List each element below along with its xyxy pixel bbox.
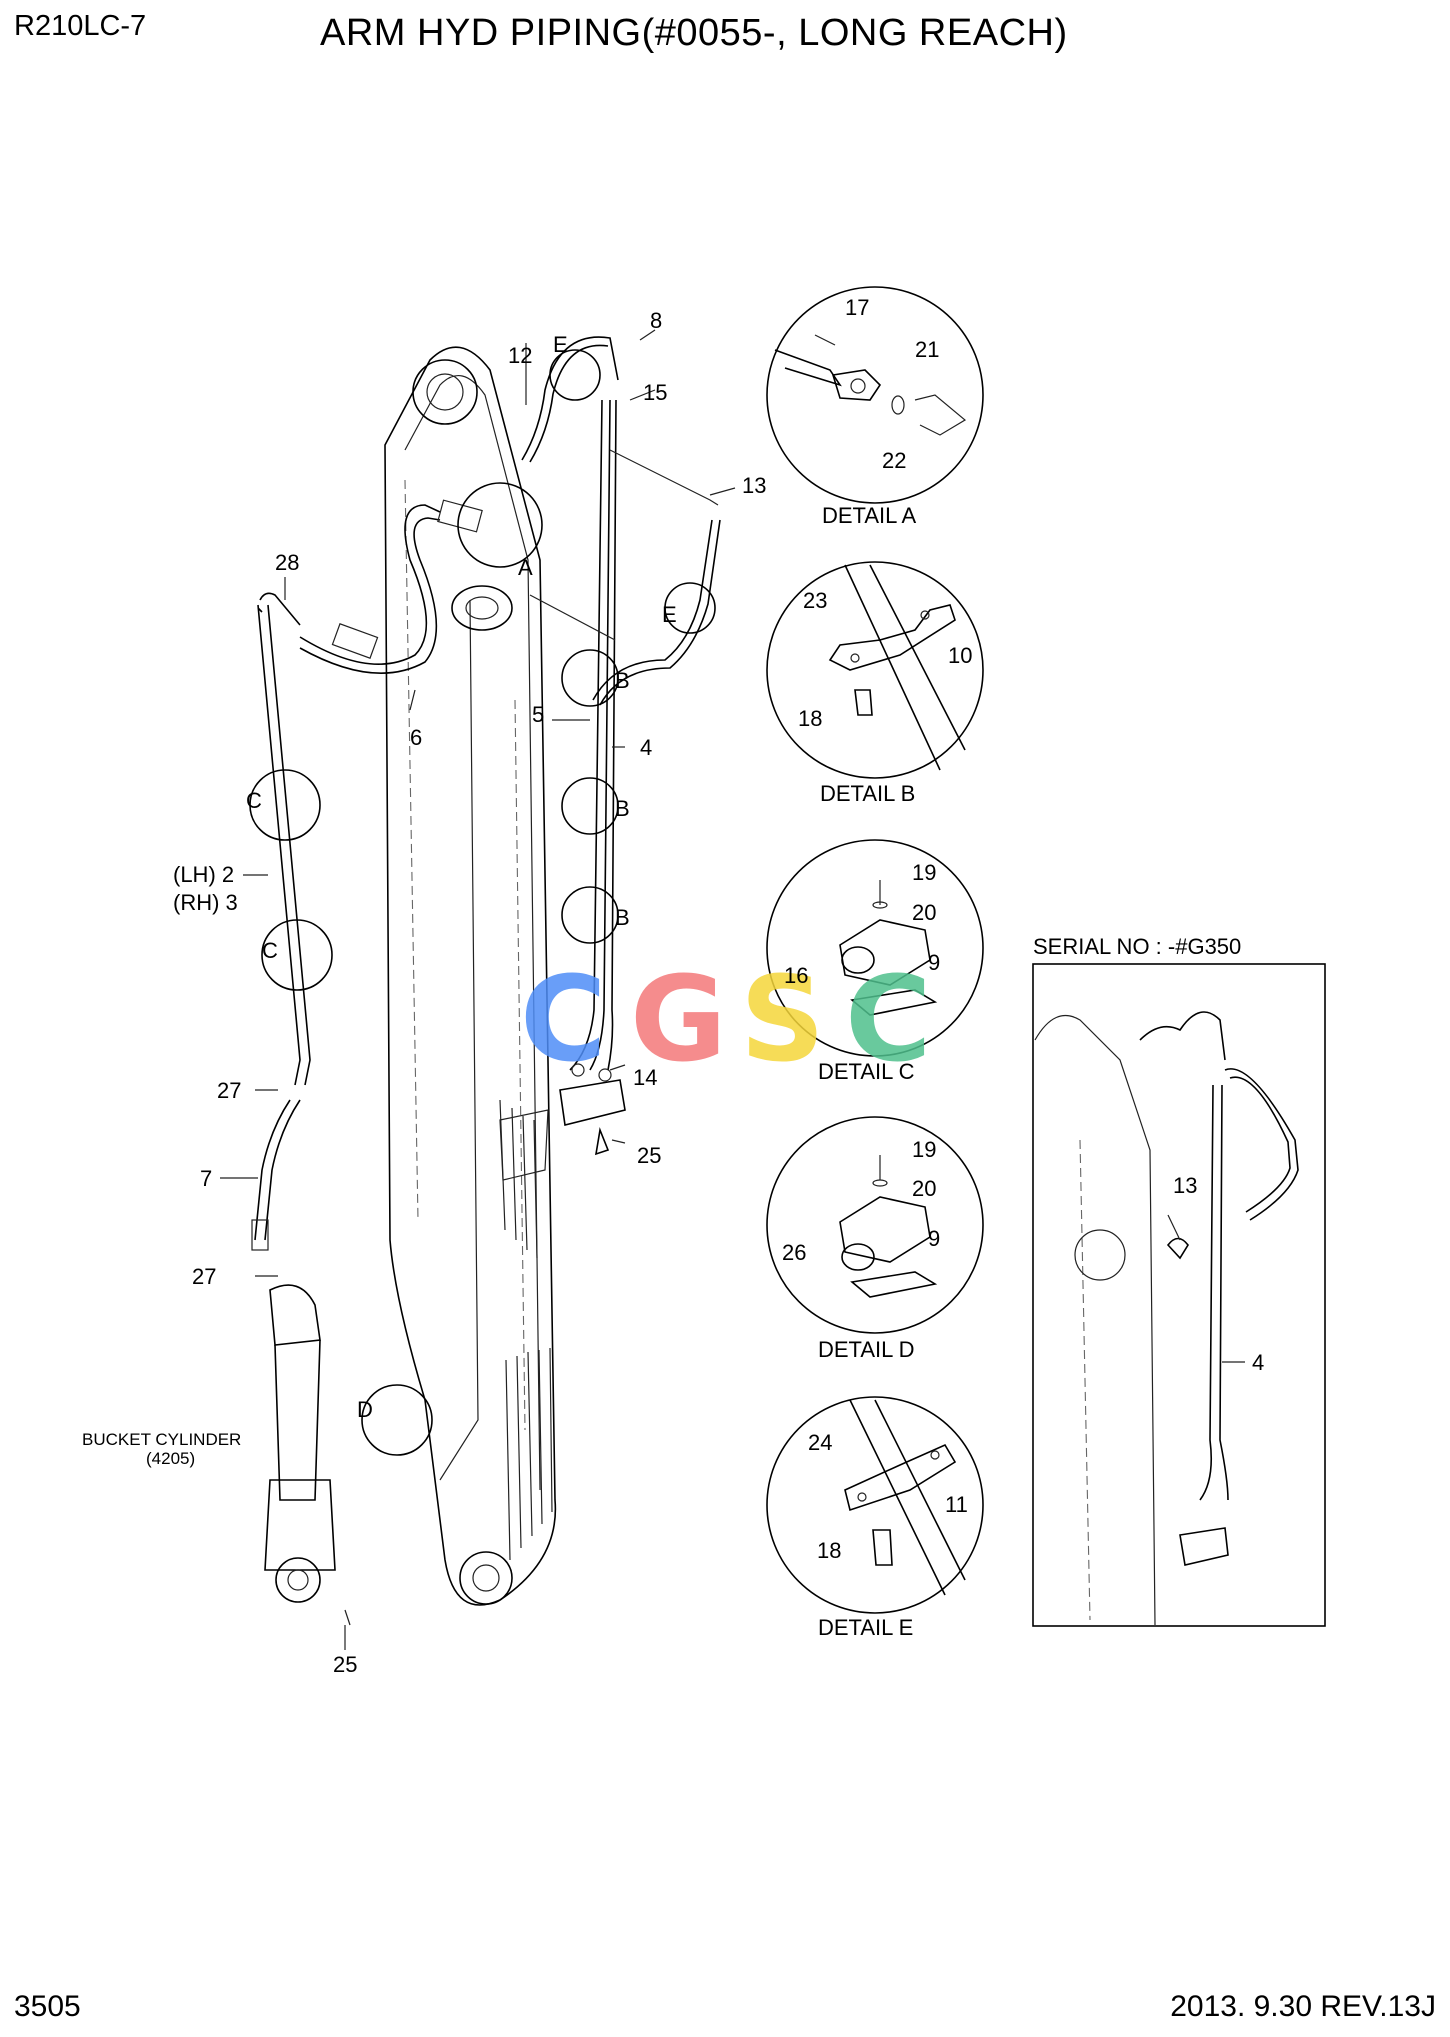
part-label-17: 17 xyxy=(845,295,869,320)
part-label-5: 5 xyxy=(532,702,544,727)
hose-6 xyxy=(299,499,483,674)
model-code: R210LC-7 xyxy=(14,10,147,42)
serial-box-labels: SERIAL NO : -#G350 13 4 xyxy=(1033,934,1264,1375)
part-label-13: 13 xyxy=(742,473,766,498)
revision-date: 2013. 9.30 REV.13J xyxy=(1170,1990,1436,2023)
callout-b-2: B xyxy=(615,796,630,821)
callout-e-mid: E xyxy=(662,602,677,627)
part-label-10: 10 xyxy=(948,643,972,668)
detail-e xyxy=(766,1396,984,1614)
arm-ribs xyxy=(499,1099,553,1561)
detail-a-caption: DETAIL A xyxy=(822,503,916,528)
part-label-27-top: 27 xyxy=(217,1078,241,1103)
arm-body xyxy=(384,346,557,1606)
callout-e-top: E xyxy=(553,332,568,357)
part-label-11: 11 xyxy=(945,1492,968,1517)
part-label-25-bottom: 25 xyxy=(333,1652,357,1677)
detail-c-labels: 19 20 16 9 DETAIL C xyxy=(784,860,940,1084)
part-label-14: 14 xyxy=(633,1065,657,1090)
hose-7 xyxy=(251,1099,301,1251)
part-label-18-b: 18 xyxy=(798,706,822,731)
part-label-9-c: 9 xyxy=(928,950,940,975)
part-label-28: 28 xyxy=(275,550,299,575)
bucket-cylinder-code: (4205) xyxy=(146,1449,195,1468)
callout-c-1: C xyxy=(246,788,262,813)
detail-a-labels: 17 21 22 DETAIL A xyxy=(822,295,939,528)
detail-d-caption: DETAIL D xyxy=(818,1337,915,1362)
part-label-4: 4 xyxy=(640,735,652,760)
part-label-16: 16 xyxy=(784,963,808,988)
detail-b-labels: 23 10 18 DETAIL B xyxy=(798,588,972,806)
part-label-8: 8 xyxy=(650,308,662,333)
part-label-15: 15 xyxy=(643,380,667,405)
detail-d-labels: 19 20 26 9 DETAIL D xyxy=(782,1137,940,1362)
detail-b-caption: DETAIL B xyxy=(820,781,915,806)
serial-box xyxy=(1032,963,1326,1627)
part-label-27-bottom: 27 xyxy=(192,1264,216,1289)
serial-part-label-13: 13 xyxy=(1173,1173,1197,1198)
part-label-18-e: 18 xyxy=(817,1538,841,1563)
bucket-cylinder-label: BUCKET CYLINDER xyxy=(82,1430,241,1449)
watermark-letter: C xyxy=(845,950,932,1088)
page-number: 3505 xyxy=(14,1990,81,2023)
detail-c xyxy=(766,839,984,1057)
watermark-letter: C xyxy=(520,950,607,1088)
watermark-logo: C G S C xyxy=(520,950,932,1088)
detail-e-labels: 24 11 18 DETAIL E xyxy=(808,1430,968,1640)
part-labels: 8 12 15 13 28 5 4 6 (LH) 2 (RH) 3 27 14 … xyxy=(82,308,766,1677)
part-label-26: 26 xyxy=(782,1240,806,1265)
callout-a: A xyxy=(518,555,533,580)
detail-b xyxy=(766,561,984,779)
part-label-20-c: 20 xyxy=(912,900,936,925)
callout-c-2: C xyxy=(262,938,278,963)
callout-b-3: B xyxy=(615,905,630,930)
part-label-2-lh: (LH) 2 xyxy=(173,862,234,887)
callout-d: D xyxy=(357,1397,373,1422)
serial-no-title: SERIAL NO : -#G350 xyxy=(1033,934,1241,959)
part-label-22: 22 xyxy=(882,448,906,473)
detail-e-caption: DETAIL E xyxy=(818,1615,913,1640)
pipe-2-3 xyxy=(257,592,311,1086)
part-label-19-d: 19 xyxy=(912,1137,936,1162)
part-label-23: 23 xyxy=(803,588,827,613)
callout-bubbles xyxy=(249,349,719,1456)
part-label-12: 12 xyxy=(508,343,532,368)
watermark-letter: S xyxy=(740,950,825,1088)
mounting-bracket xyxy=(559,1063,626,1156)
leader-lines xyxy=(220,329,736,1650)
part-label-6: 6 xyxy=(410,725,422,750)
callout-b-1: B xyxy=(615,668,630,693)
part-label-9-d: 9 xyxy=(928,1226,940,1251)
hose-8 xyxy=(521,336,619,463)
part-label-24: 24 xyxy=(808,1430,832,1455)
part-label-21: 21 xyxy=(915,337,939,362)
part-label-7: 7 xyxy=(200,1166,212,1191)
part-label-20-d: 20 xyxy=(912,1176,936,1201)
part-label-25-top: 25 xyxy=(637,1143,661,1168)
part-label-3-rh: (RH) 3 xyxy=(173,890,238,915)
detail-a xyxy=(766,286,984,504)
page-title: ARM HYD PIPING(#0055-, LONG REACH) xyxy=(320,12,1068,54)
serial-part-label-4: 4 xyxy=(1252,1350,1264,1375)
watermark-letter: G xyxy=(630,950,727,1088)
detail-c-caption: DETAIL C xyxy=(818,1059,915,1084)
part-label-19-c: 19 xyxy=(912,860,936,885)
bucket-cylinder xyxy=(264,1284,351,1626)
callout-letters: E A E B B B C C D xyxy=(246,332,677,1422)
detail-d xyxy=(766,1116,984,1334)
